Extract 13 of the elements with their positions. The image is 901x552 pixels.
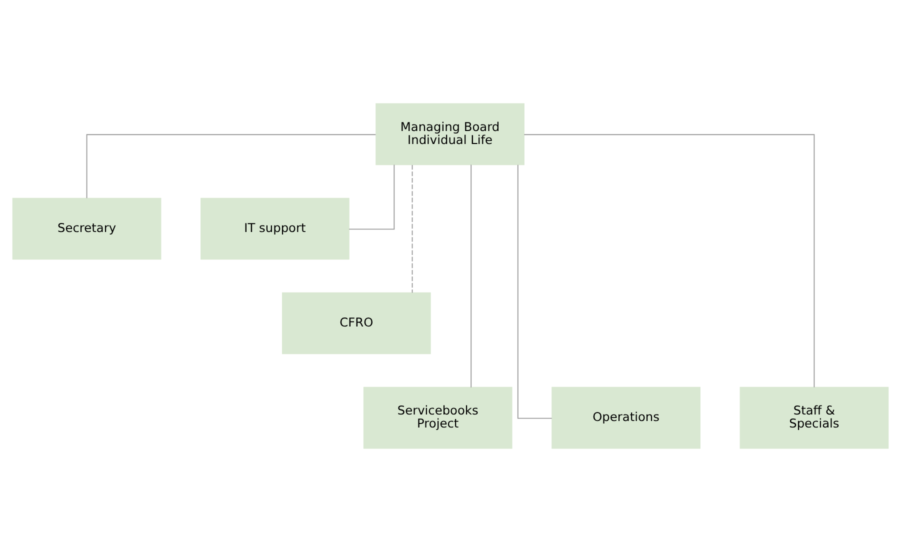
node-box: Secretary — [12, 198, 162, 260]
node-box: CFRO — [282, 292, 431, 354]
node-box: Servicebooks Project — [363, 386, 512, 449]
connector — [86, 134, 376, 199]
connector — [524, 134, 815, 388]
connector — [348, 164, 395, 230]
connector — [470, 164, 472, 388]
node-box: IT support — [200, 198, 350, 260]
node-box: Managing Board Individual Life — [376, 103, 524, 166]
connector — [412, 164, 413, 294]
node-box: Operations — [552, 386, 700, 449]
connector — [517, 164, 552, 419]
node-box: Staff & Specials — [740, 386, 889, 449]
